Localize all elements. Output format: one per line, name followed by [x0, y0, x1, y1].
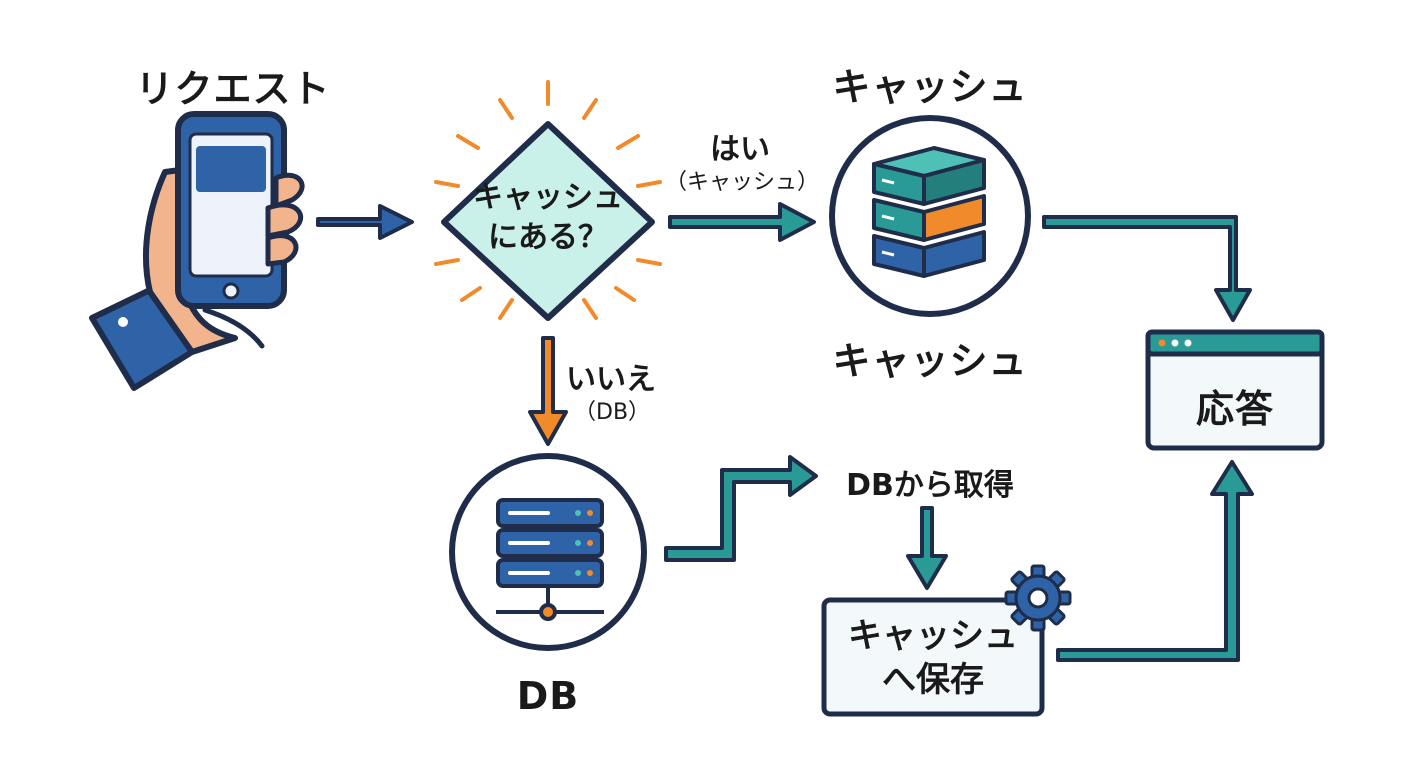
arrow-save-to-response	[1056, 460, 1254, 662]
arrow-fetch-to-save	[906, 506, 948, 590]
save-line1: キャッシュ	[848, 616, 1018, 656]
fetch-label: DBから取得	[846, 468, 1014, 503]
no-sub-label: （DB）	[574, 400, 651, 425]
decision-line2: にある？	[488, 220, 608, 255]
db-caption: DB	[516, 674, 580, 718]
yes-sub-label: （キャッシュ）	[664, 170, 819, 195]
arrow-decision-to-db	[528, 336, 568, 446]
yes-label: はい	[710, 132, 770, 167]
db-server-icon	[496, 498, 604, 621]
save-box	[821, 597, 1045, 717]
no-label: いいえ	[566, 362, 656, 397]
response-window	[1145, 329, 1325, 451]
decision-text: キャッシュ にある？	[444, 178, 652, 258]
arrow-db-to-fetch	[664, 455, 818, 562]
decision-line1: キャッシュ	[473, 180, 623, 215]
cache-stack-icon	[872, 146, 986, 278]
gear-icon	[1004, 564, 1072, 632]
phone-hand-icon	[89, 111, 305, 391]
arrow-request-to-decision	[316, 204, 414, 240]
arrow-decision-to-cache	[668, 202, 816, 242]
save-text: キャッシュ へ保存	[824, 614, 1042, 702]
request-title: リクエスト	[135, 67, 331, 111]
save-line2: へ保存	[882, 660, 984, 700]
cache-title: キャッシュ	[832, 65, 1028, 109]
decision-diamond	[441, 121, 655, 321]
cache-caption: キャッシュ	[832, 339, 1028, 383]
decision-rays-icon	[434, 80, 662, 320]
arrow-cache-to-response	[1042, 215, 1252, 322]
response-label: 応答	[1195, 387, 1274, 431]
